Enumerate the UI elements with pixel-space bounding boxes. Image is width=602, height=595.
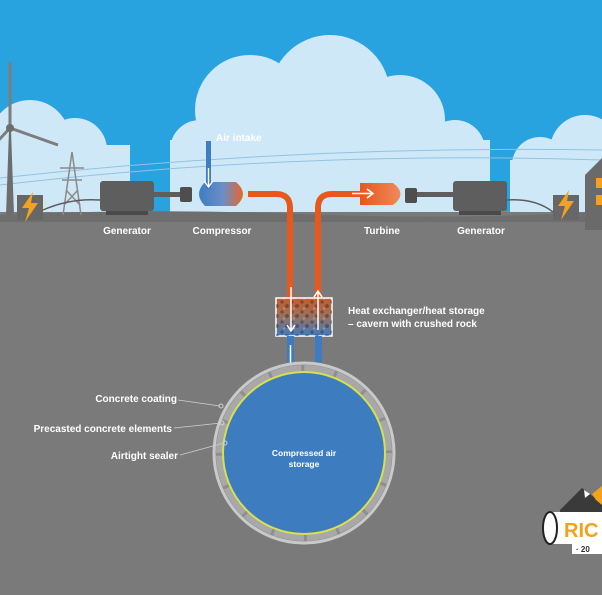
generator-right [405,181,507,215]
generator-left [100,181,192,215]
label-compressor: Compressor [193,226,252,237]
power-lines [0,148,602,186]
storage-cavern [212,361,396,545]
ground-surface [0,211,602,222]
factory-icon [585,158,602,230]
heat-exchanger [275,287,333,337]
label-air-intake: Air intake [216,133,262,144]
label-heat-exchanger-line1: Heat exchanger/heat storage [348,306,485,317]
leader-dots [218,403,228,446]
logo-badge-icon: RIC · 20 [542,486,602,554]
label-storage-line1: Compressed air [272,448,337,458]
label-precasted-elements: Precasted concrete elements [34,424,173,435]
wind-turbine-icon [0,62,59,215]
power-pylon-icon [60,151,84,216]
label-turbine: Turbine [364,226,400,237]
hot-pipe-down [248,191,293,300]
logo-subtext: · 20 [576,545,590,554]
logo-text: RIC [564,520,598,542]
label-generator-left: Generator [103,226,151,237]
label-heat-exchanger-line2: – cavern with crushed rock [348,319,477,330]
cable-right [506,199,554,213]
clouds [0,35,602,220]
leader-lines [173,399,225,456]
cold-pipe-up [315,336,322,381]
label-storage-line2: storage [289,459,320,469]
hot-pipe-up [315,191,360,300]
lightning-icon [553,190,579,220]
compressor [199,182,243,206]
turbine [352,183,401,205]
label-airtight-sealer: Airtight sealer [111,451,178,462]
cable-left [42,198,101,211]
label-concrete-coating: Concrete coating [95,394,177,405]
lightning-icon [17,192,43,222]
label-generator-right: Generator [457,226,505,237]
air-intake-pipe [203,141,214,189]
